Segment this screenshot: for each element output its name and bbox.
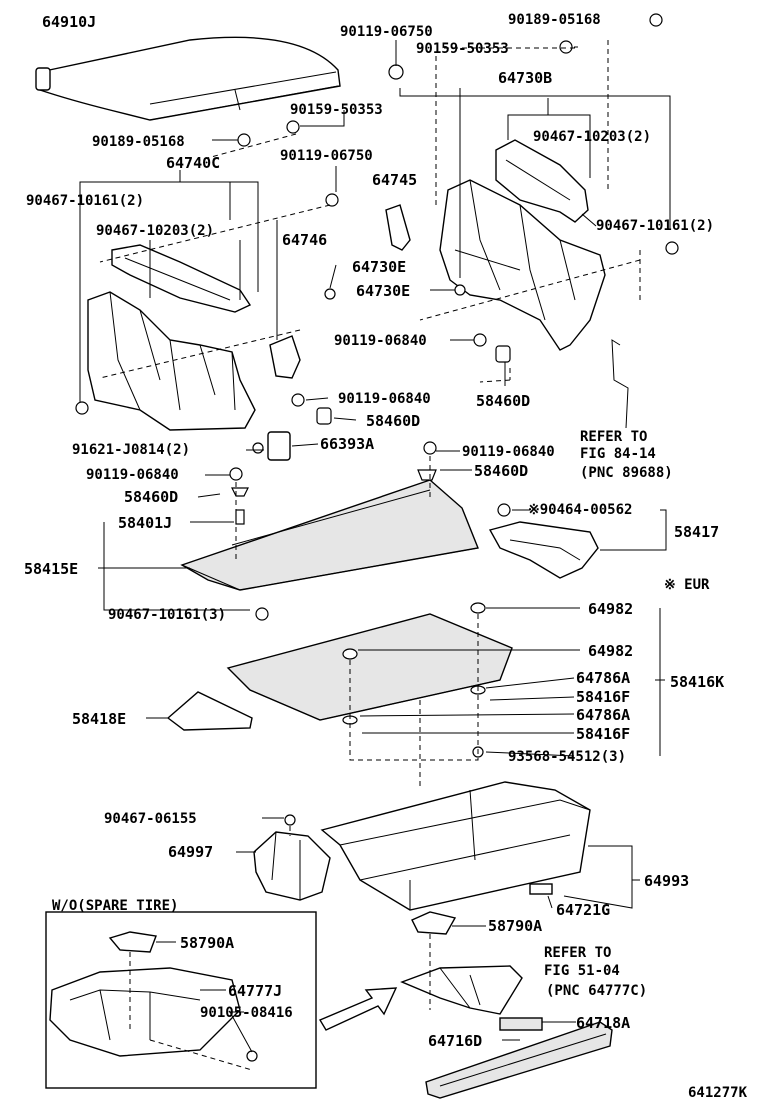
corner-trim-drawing: [166, 691, 253, 731]
label-58417: 58417: [674, 523, 719, 541]
label-90189-05168-top: 90189-05168: [508, 12, 601, 28]
label-66393A: 66393A: [320, 435, 374, 453]
label-64997: 64997: [168, 843, 213, 861]
label-90464-00562: ※90464-00562: [528, 502, 632, 518]
label-90467-10161-deck: 90467-10161(3): [108, 607, 226, 623]
bracket-right-drawing: [411, 911, 457, 935]
label-58416F-upper: 58416F: [576, 688, 630, 706]
label-90119-06750-top: 90119-06750: [340, 24, 433, 40]
label-58790A-right: 58790A: [488, 917, 542, 935]
label-90119-06840-left: 90119-06840: [338, 391, 431, 407]
label-64786A-upper: 64786A: [576, 669, 630, 687]
label-58416F-lower: 58416F: [576, 725, 630, 743]
label-58416K: 58416K: [670, 673, 724, 691]
tonneau-cover-drawing: [35, 36, 341, 121]
label-wo-spare-tire: W/O(SPARE TIRE): [52, 898, 178, 914]
label-90467-10203-right: 90467-10203(2): [533, 129, 651, 145]
label-64730B: 64730B: [498, 69, 552, 87]
fasteners: [229, 13, 679, 758]
label-64716D: 64716D: [428, 1032, 482, 1050]
label-64740C: 64740C: [166, 154, 220, 172]
side-tray-drawing: [488, 503, 599, 579]
label-refer-fig51-line1: REFER TO: [544, 945, 611, 961]
label-58790A-left: 58790A: [180, 934, 234, 952]
spare-tire-bracket-drawing: [400, 965, 523, 1015]
label-64993: 64993: [644, 872, 689, 890]
label-90467-10161-right: 90467-10161(2): [596, 218, 714, 234]
label-90119-06840-right: 90119-06840: [334, 333, 427, 349]
label-64982-top: 64982: [588, 600, 633, 618]
label-64910J: 64910J: [42, 13, 96, 31]
label-64746: 64746: [282, 231, 327, 249]
label-90159-50353-mid: 90159-50353: [290, 102, 383, 118]
label-refer-fig84-line2: FIG 84-14: [580, 446, 656, 462]
latch-drawing: [252, 431, 291, 461]
storage-box-drawing: [253, 814, 331, 901]
label-58460D-right: 58460D: [476, 392, 530, 410]
deck-board-drawing: [180, 469, 479, 591]
spare-tire-tray-drawing: [45, 911, 317, 1089]
label-58401J: 58401J: [118, 514, 172, 532]
label-58460D-deck-left: 58460D: [124, 488, 178, 506]
label-64777J: 64777J: [228, 982, 282, 1000]
label-90467-10161-left: 90467-10161(2): [26, 193, 144, 209]
label-64745: 64745: [372, 171, 417, 189]
label-figure-code: 641277K: [688, 1085, 748, 1101]
label-90119-06840-deck-right: 90119-06840: [462, 444, 555, 460]
label-64786A-lower: 64786A: [576, 706, 630, 724]
label-refer-fig84-line3: (PNC 89688): [580, 465, 673, 481]
label-eur-note: ※ EUR: [664, 577, 710, 593]
label-90119-06750-mid: 90119-06750: [280, 148, 373, 164]
part-labels: 64910J 90119-06750 90189-05168 90159-503…: [24, 12, 748, 1101]
label-58460D-left: 58460D: [366, 412, 420, 430]
sill-plate-drawing: [425, 1021, 613, 1099]
label-90105-08416: 90105-08416: [200, 1005, 293, 1021]
label-90119-06840-deck-left: 90119-06840: [86, 467, 179, 483]
right-side-trim-drawing: [385, 139, 606, 351]
label-refer-fig51-line3: (PNC 64777C): [546, 983, 647, 999]
luggage-tray-drawing: [320, 781, 591, 911]
label-90467-06155: 90467-06155: [104, 811, 197, 827]
label-58415E: 58415E: [24, 560, 78, 578]
label-64730E-lower: 64730E: [356, 282, 410, 300]
label-93568-54512: 93568-54512(3): [508, 749, 626, 765]
label-90189-05168-mid: 90189-05168: [92, 134, 185, 150]
trim-clip-drawing: [499, 1017, 543, 1031]
label-64718A: 64718A: [576, 1014, 630, 1032]
label-58460D-deck-right: 58460D: [474, 462, 528, 480]
label-90467-10203-left: 90467-10203(2): [96, 223, 214, 239]
label-64982-mid: 64982: [588, 642, 633, 660]
deck-floor-board-drawing: [226, 602, 513, 725]
assembly-lines: [99, 40, 641, 1071]
label-64721G: 64721G: [556, 901, 610, 919]
label-91621-J0814: 91621-J0814(2): [72, 442, 190, 458]
label-64730E-upper: 64730E: [352, 258, 406, 276]
left-side-trim-drawing: [75, 244, 301, 431]
label-58418E: 58418E: [72, 710, 126, 728]
label-refer-fig51-line2: FIG 51-04: [544, 963, 620, 979]
label-refer-fig84-line1: REFER TO: [580, 429, 647, 445]
leader-lines: [79, 40, 671, 1053]
label-90159-50353-top: 90159-50353: [416, 41, 509, 57]
direction-arrow: [318, 987, 398, 1031]
